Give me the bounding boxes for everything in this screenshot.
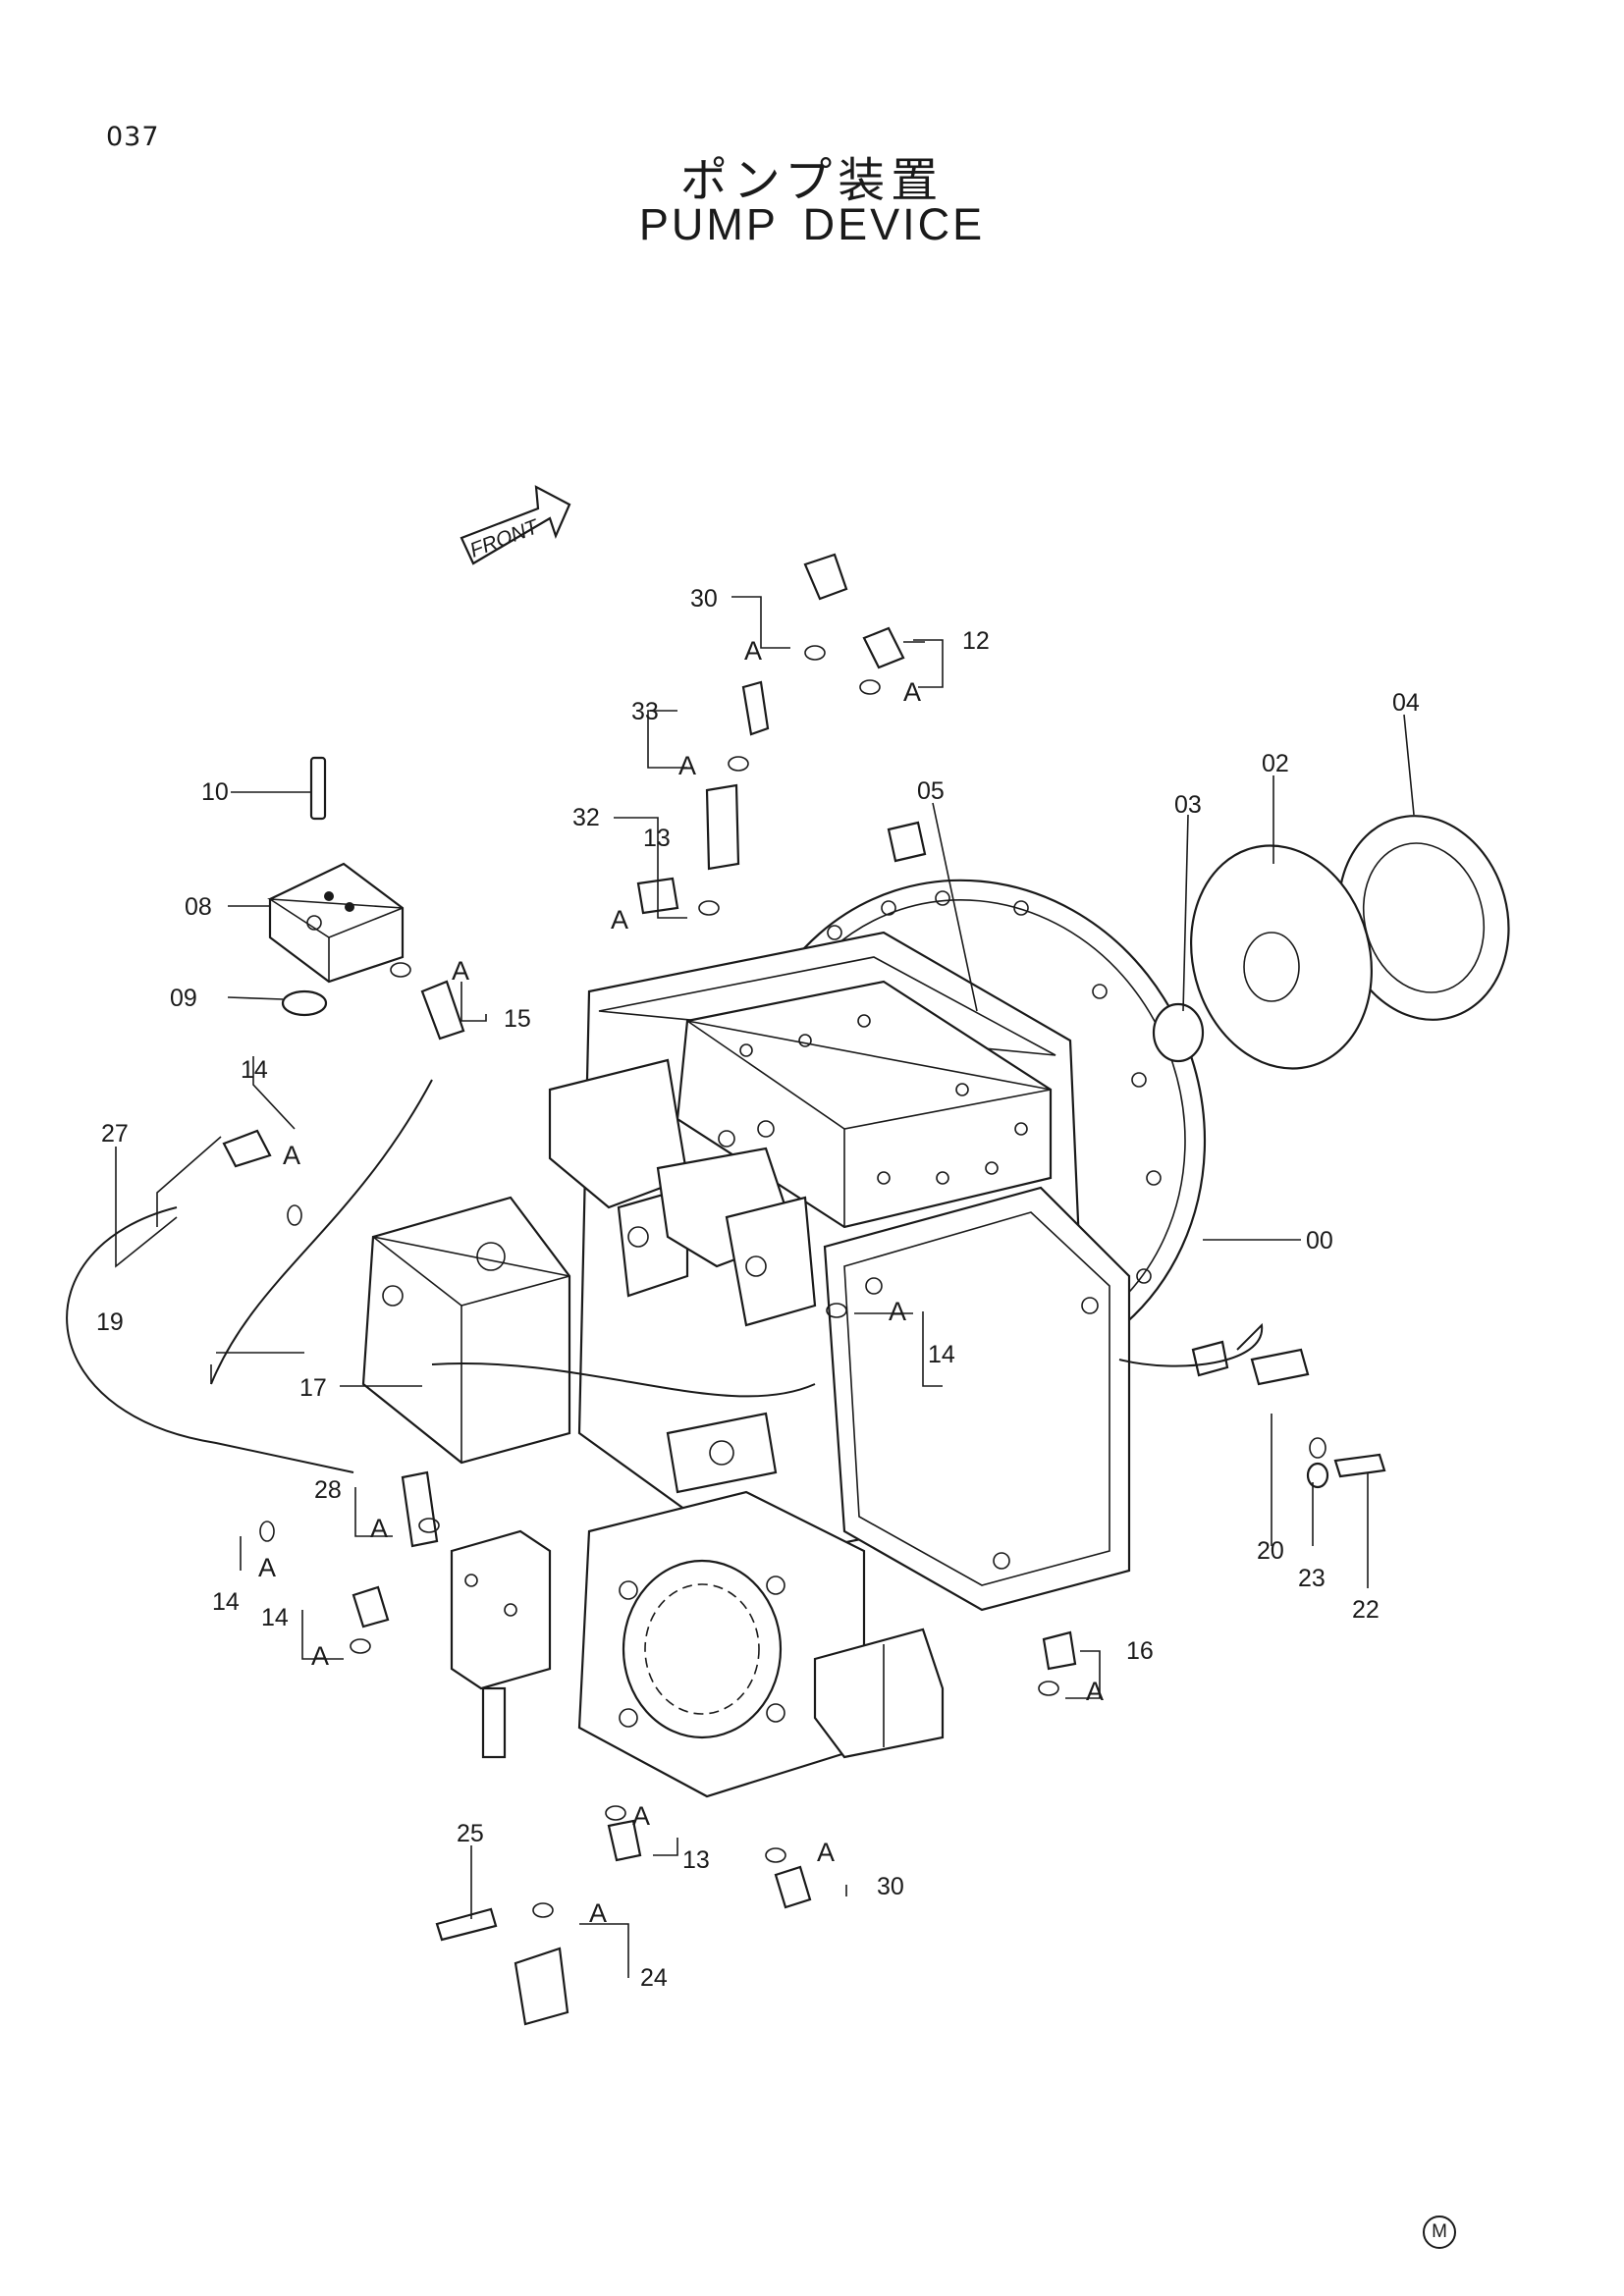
part-label: 25 (457, 1820, 484, 1847)
part-label: 14 (241, 1056, 268, 1084)
manufacturer-mark: M (1423, 2216, 1456, 2249)
part-label: 22 (1352, 1596, 1380, 1624)
part-label: 12 (962, 627, 990, 655)
group-label: A (370, 1514, 388, 1543)
group-label: A (889, 1297, 906, 1326)
part-label: 13 (682, 1846, 710, 1874)
part-label: 00 (1306, 1227, 1333, 1255)
part-label: 02 (1262, 750, 1289, 777)
group-label: A (632, 1801, 650, 1831)
part-label: 19 (96, 1308, 124, 1336)
group-label: A (611, 905, 628, 934)
part-label: 05 (917, 777, 945, 805)
part-label: 16 (1126, 1637, 1154, 1665)
part-label: 33 (631, 698, 659, 725)
part-label: 23 (1298, 1565, 1326, 1592)
page-number: 037 (106, 122, 160, 152)
part-label: 30 (690, 585, 718, 613)
part-label: 09 (170, 985, 197, 1012)
part-label: 13 (643, 825, 671, 852)
part-label: 32 (572, 804, 600, 831)
group-label: A (744, 636, 762, 666)
group-label: A (311, 1641, 329, 1671)
exploded-parts (66, 553, 1510, 2026)
part-label: 28 (314, 1476, 342, 1504)
part-label: 15 (504, 1005, 531, 1033)
part-labels: 00 02 03 04 05 08 09 10 12 13 14 15 16 1… (96, 585, 1420, 1992)
leader-lines (115, 596, 1415, 1978)
part-label: 14 (261, 1604, 289, 1631)
group-label: A (283, 1141, 300, 1170)
page-title-japanese: ポンプ装置 (679, 153, 945, 208)
pump-body (361, 879, 1229, 1798)
group-label: A (452, 956, 469, 986)
part-label: 17 (299, 1374, 327, 1402)
group-label: A (589, 1898, 607, 1928)
group-label: A (678, 751, 696, 780)
group-label: A (1086, 1677, 1104, 1706)
group-labels: A A A A A A A A A A A A A A (258, 636, 1104, 1928)
group-label: A (903, 677, 921, 707)
front-arrow: FRONT (460, 485, 571, 565)
part-label: 30 (877, 1873, 904, 1900)
part-label: 27 (101, 1120, 129, 1148)
part-label: 03 (1174, 791, 1202, 819)
part-label: 14 (928, 1341, 955, 1368)
part-label: 08 (185, 893, 212, 921)
part-label: 20 (1257, 1537, 1284, 1565)
group-label: A (258, 1553, 276, 1582)
part-label: 10 (201, 778, 229, 806)
part-label: 04 (1392, 689, 1420, 717)
part-label: 14 (212, 1588, 240, 1616)
group-label: A (817, 1838, 835, 1867)
page-title: PUMP DEVICE (638, 199, 986, 249)
part-label: 24 (640, 1964, 668, 1992)
